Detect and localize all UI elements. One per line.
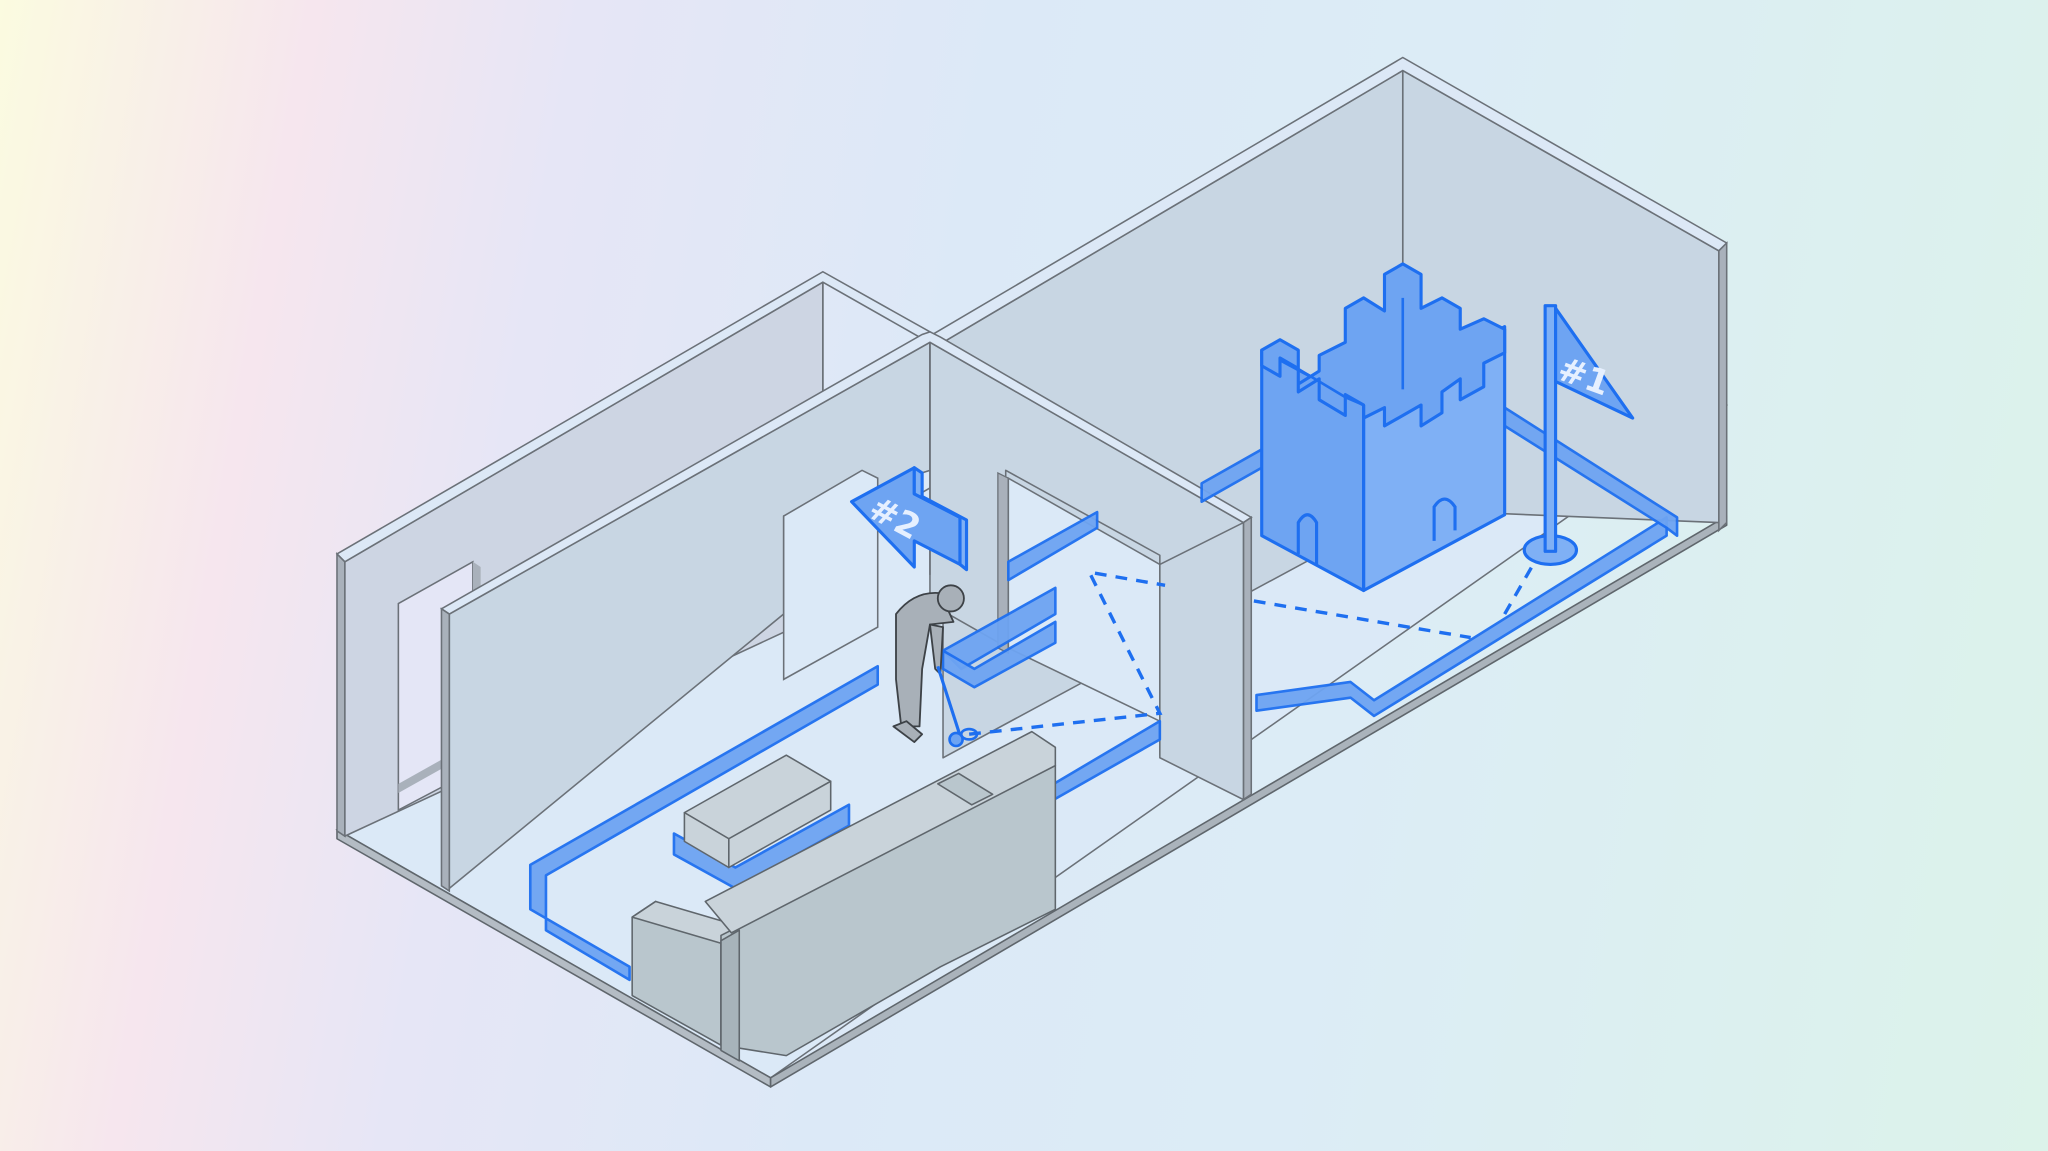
castle-tower xyxy=(1260,262,1507,593)
ball-path-dashed xyxy=(968,560,1537,736)
hole-1-flag: #1 xyxy=(1522,304,1635,566)
golfer xyxy=(892,584,965,743)
coffee-table xyxy=(672,754,851,890)
course-rails xyxy=(528,406,1679,982)
partition-wall xyxy=(439,330,1253,893)
golf-ball xyxy=(948,727,979,748)
sofa xyxy=(631,730,1057,1062)
